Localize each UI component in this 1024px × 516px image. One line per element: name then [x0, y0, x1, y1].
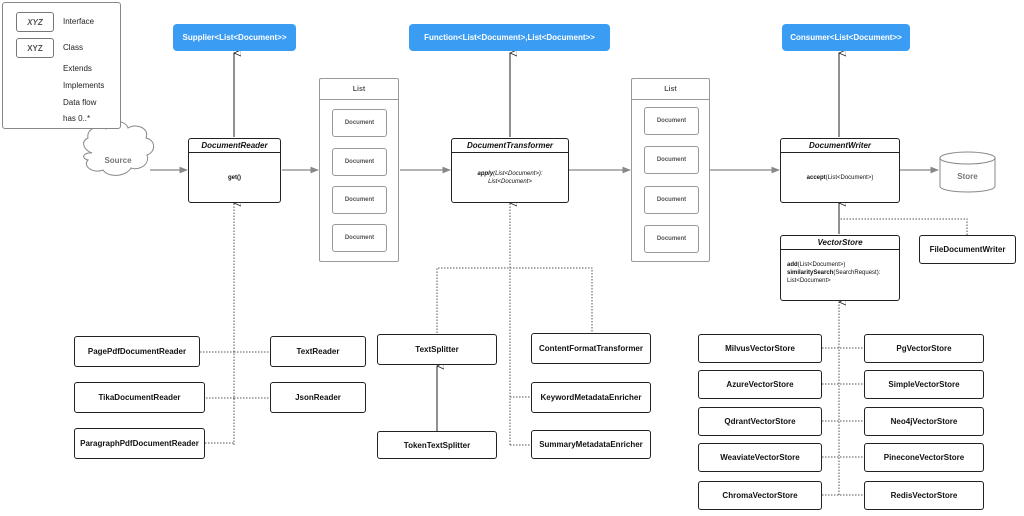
document-writer-interface: DocumentWriter accept(List<Document>): [780, 138, 900, 203]
store-cylinder: [939, 151, 996, 193]
writer-dotted-lines: [822, 218, 968, 496]
keyword-metadata-enricher-class: KeywordMetadataEnricher: [531, 382, 651, 413]
supplier-interface: Supplier<List<Document>>: [173, 24, 296, 51]
function-interface: Function<List<Document>,List<Document>>: [409, 24, 610, 51]
list1-document: Document: [332, 109, 387, 137]
text-reader-class: TextReader: [270, 336, 366, 367]
vector-store-add-sig: (List<Document>): [797, 262, 846, 268]
document-writer-title: DocumentWriter: [781, 139, 899, 153]
qdrant-vector-store-class: QdrantVectorStore: [698, 407, 822, 436]
list1-document: Document: [332, 224, 387, 252]
document-reader-body: get(): [189, 153, 280, 202]
legend-class-chip: XYZ: [16, 38, 54, 58]
legend-class-label: Class: [63, 43, 84, 52]
vector-store-interface: VectorStore add(List<Document>) similari…: [780, 235, 900, 301]
chroma-vector-store-class: ChromaVectorStore: [698, 481, 822, 510]
list1-title: List: [320, 79, 398, 100]
vector-store-search-return: List<Document>: [787, 278, 831, 284]
document-list-2: List Document Document Document Document: [631, 78, 710, 262]
paragraph-pdf-document-reader-class: ParagraphPdfDocumentReader: [74, 428, 205, 459]
transformer-method-sig: (List<Document>):: [493, 170, 543, 177]
vector-store-search-name: similaritySearch: [787, 270, 834, 276]
text-splitter-class: TextSplitter: [377, 334, 497, 365]
list2-document: Document: [644, 146, 699, 174]
tika-document-reader-class: TikaDocumentReader: [74, 382, 205, 413]
summary-metadata-enricher-class: SummaryMetadataEnricher: [531, 430, 651, 459]
list2-document: Document: [644, 225, 699, 253]
writer-method-name: accept: [806, 174, 826, 181]
document-reader-interface: DocumentReader get(): [188, 138, 281, 203]
transformer-method-return: List<Document>: [488, 178, 532, 185]
list1-document: Document: [332, 148, 387, 176]
vector-store-title: VectorStore: [781, 236, 899, 250]
vector-store-search-sig: (SearchRequest):: [833, 270, 881, 276]
redis-vector-store-class: RedisVectorStore: [864, 481, 984, 510]
token-text-splitter-class: TokenTextSplitter: [377, 431, 497, 459]
consumer-interface: Consumer<List<Document>>: [782, 24, 910, 51]
simple-vector-store-class: SimpleVectorStore: [864, 370, 984, 399]
legend-implements-label: Implements: [63, 81, 105, 90]
document-transformer-interface: DocumentTransformer apply(List<Document>…: [451, 138, 569, 203]
file-document-writer-class: FileDocumentWriter: [919, 235, 1016, 264]
pinecone-vector-store-class: PineconeVectorStore: [864, 443, 984, 472]
document-reader-method: get(): [228, 174, 241, 181]
legend-extends-label: Extends: [63, 64, 92, 73]
json-reader-class: JsonReader: [270, 382, 366, 413]
reader-dotted-lines: [200, 203, 270, 445]
source-label: Source: [104, 156, 132, 165]
legend-dataflow-label: Data flow: [63, 98, 97, 107]
legend-interface-label: Interface: [63, 17, 95, 26]
vector-store-add-name: add: [787, 262, 798, 268]
document-reader-title: DocumentReader: [189, 139, 280, 153]
list2-title: List: [632, 79, 709, 100]
document-transformer-title: DocumentTransformer: [452, 139, 568, 153]
neo4j-vector-store-class: Neo4jVectorStore: [864, 407, 984, 436]
transformer-dotted-lines: [436, 203, 593, 446]
page-pdf-document-reader-class: PagePdfDocumentReader: [74, 336, 200, 367]
list1-document: Document: [332, 186, 387, 214]
legend: XYZ Interface XYZ Class Extends Implemen…: [2, 2, 121, 129]
content-format-transformer-class: ContentFormatTransformer: [531, 333, 651, 364]
vector-store-body: add(List<Document>) similaritySearch(Sea…: [781, 250, 899, 300]
weaviate-vector-store-class: WeaviateVectorStore: [698, 443, 822, 472]
document-list-1: List Document Document Document Document: [319, 78, 399, 262]
legend-interface-chip: XYZ: [16, 12, 54, 32]
azure-vector-store-class: AzureVectorStore: [698, 370, 822, 399]
writer-method-sig: (List<Document>): [825, 174, 874, 181]
transformer-method-name: apply: [477, 170, 494, 177]
implements-lines: [234, 53, 839, 137]
legend-has-label: has 0..*: [63, 114, 91, 123]
document-transformer-body: apply(List<Document>): List<Document>: [452, 153, 568, 202]
milvus-vector-store-class: MilvusVectorStore: [698, 334, 822, 363]
source-cloud: [83, 121, 155, 176]
pg-vector-store-class: PgVectorStore: [864, 334, 984, 363]
store-label: Store: [957, 172, 978, 181]
list2-document: Document: [644, 107, 699, 135]
document-writer-body: accept(List<Document>): [781, 153, 899, 202]
list2-document: Document: [644, 186, 699, 214]
